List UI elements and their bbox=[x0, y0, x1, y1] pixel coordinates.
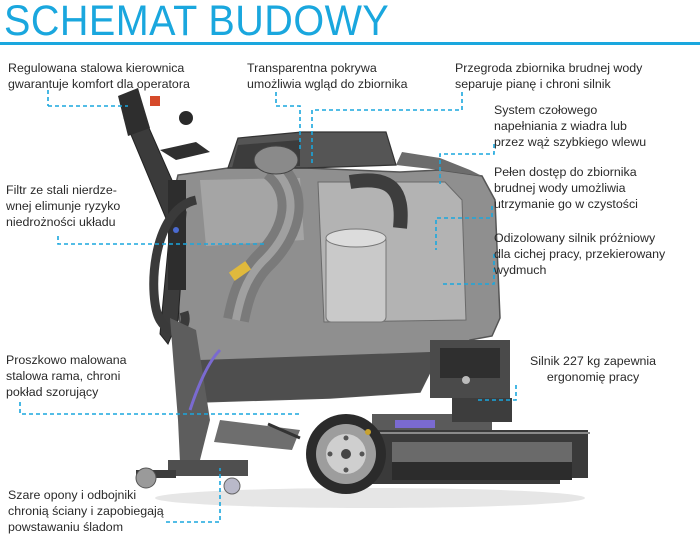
hose-clamp bbox=[228, 261, 252, 281]
body-plinth bbox=[200, 340, 470, 402]
brush-deck-panel bbox=[392, 442, 572, 464]
vacuum-motor-top bbox=[325, 228, 387, 248]
brush-deck-skirt bbox=[392, 462, 572, 480]
ground-shadow bbox=[155, 488, 585, 508]
vacuum-motor bbox=[325, 235, 387, 323]
block-screw bbox=[462, 376, 470, 384]
lid-rear bbox=[396, 152, 482, 176]
squeegee-blade bbox=[136, 470, 176, 478]
frame-hose bbox=[188, 348, 222, 411]
dashboard bbox=[160, 142, 210, 160]
squeegee-linkage bbox=[214, 420, 300, 450]
label-filter: Filtr ze stali nierdze- wnej elimunje ry… bbox=[6, 183, 121, 229]
control-panel bbox=[168, 180, 186, 290]
squeegee-bar bbox=[168, 460, 248, 476]
leader-lines bbox=[19, 90, 517, 523]
label-drive: Silnik 227 kg zapewnia ergonomię pracy bbox=[530, 354, 657, 384]
recovery-hose-highlight bbox=[232, 164, 295, 321]
label-access: Pełen dostęp do zbiornika brudnej wody u… bbox=[494, 165, 638, 211]
handle-grip bbox=[118, 88, 150, 136]
label-frame: Proszkowo malowana stalowa rama, chroni … bbox=[6, 353, 127, 399]
wheel-bolt bbox=[365, 429, 371, 435]
caster-wheel bbox=[223, 477, 241, 495]
title-underline bbox=[0, 42, 700, 45]
indicator-light bbox=[173, 227, 179, 233]
squeegee-wheel bbox=[135, 467, 157, 489]
label-baffle: Przegroda zbiornika brudnej wody separuj… bbox=[455, 61, 643, 91]
drive-motor bbox=[452, 398, 512, 422]
label-motor: Odizolowany silnik próżniowy dla cichej … bbox=[494, 231, 666, 277]
emergency-button bbox=[150, 96, 160, 106]
rear-block-panel bbox=[440, 348, 500, 378]
label-tires: Szare opony i odbojniki chronią ściany i… bbox=[8, 488, 164, 534]
intake-pipe bbox=[348, 173, 408, 229]
page-title: SCHEMAT BUDOWY bbox=[4, 0, 390, 45]
label-cover: Transparentna pokrywa umożliwia wgląd do… bbox=[247, 61, 408, 91]
control-knob bbox=[179, 111, 193, 125]
deck-hose bbox=[395, 420, 435, 428]
drive-wheel-axle bbox=[341, 449, 351, 459]
rear-frame bbox=[170, 318, 210, 462]
linkage-arm bbox=[267, 422, 301, 440]
label-steering: Regulowana stalowa kierownica gwarantuje… bbox=[8, 61, 190, 91]
label-filling: System czołowego napełniania z wiadra lu… bbox=[494, 103, 647, 149]
hose-cap bbox=[253, 145, 299, 175]
